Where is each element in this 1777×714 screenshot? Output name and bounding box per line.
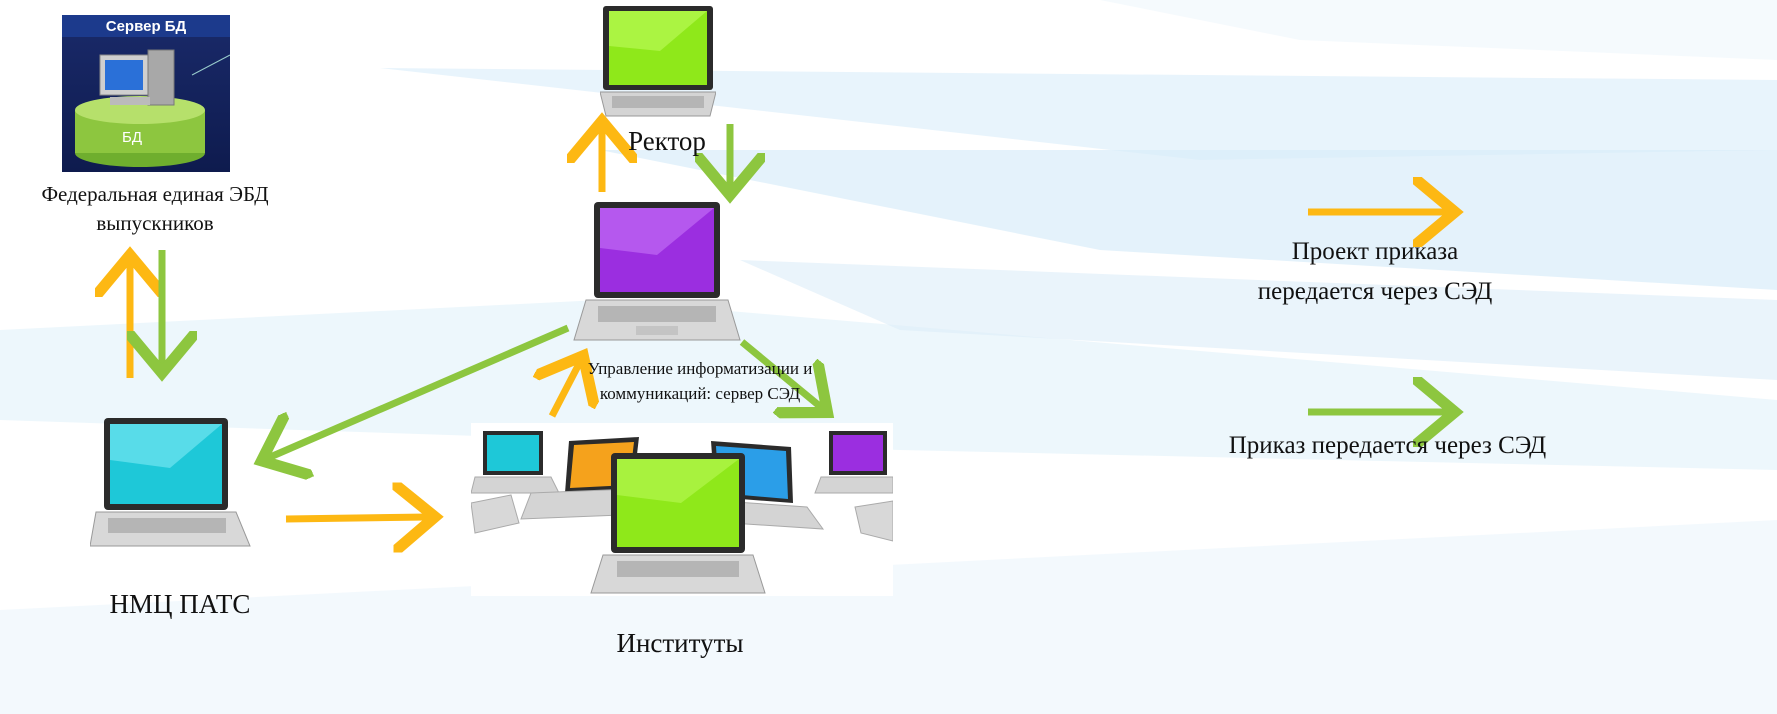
arrow-uik-to-institutes	[739, 339, 822, 408]
server-title-bar	[62, 15, 230, 37]
uik-label: Управление информатизации и коммуникаций…	[587, 359, 813, 403]
institutes-label: Институты	[616, 628, 744, 658]
arrow-nmc-to-institutes	[285, 517, 428, 519]
nmc-label: НМЦ ПАТС	[109, 589, 251, 619]
institutes-laptops-icon	[470, 431, 894, 594]
uik-laptop-icon	[573, 202, 741, 341]
server-title: Сервер БД	[105, 18, 187, 35]
rector-label: Ректор	[628, 126, 706, 156]
nmc-laptop-icon	[90, 418, 251, 547]
db-label: БД	[122, 129, 143, 146]
arrow-uik-to-nmc	[268, 324, 570, 458]
db-server-image: Сервер БД БД	[62, 15, 230, 172]
database-cylinder-icon	[75, 49, 230, 167]
rector-laptop-icon	[600, 6, 716, 117]
arrow-institutes-to-uik	[552, 362, 580, 418]
ebd-label: Федеральная единая ЭБД выпускников	[41, 182, 269, 235]
institutes-image	[470, 423, 894, 596]
legend-yellow-label: Проект приказа передается через СЭД	[1257, 238, 1493, 305]
legend-green-label: Приказ передается через СЭД	[1228, 432, 1547, 459]
